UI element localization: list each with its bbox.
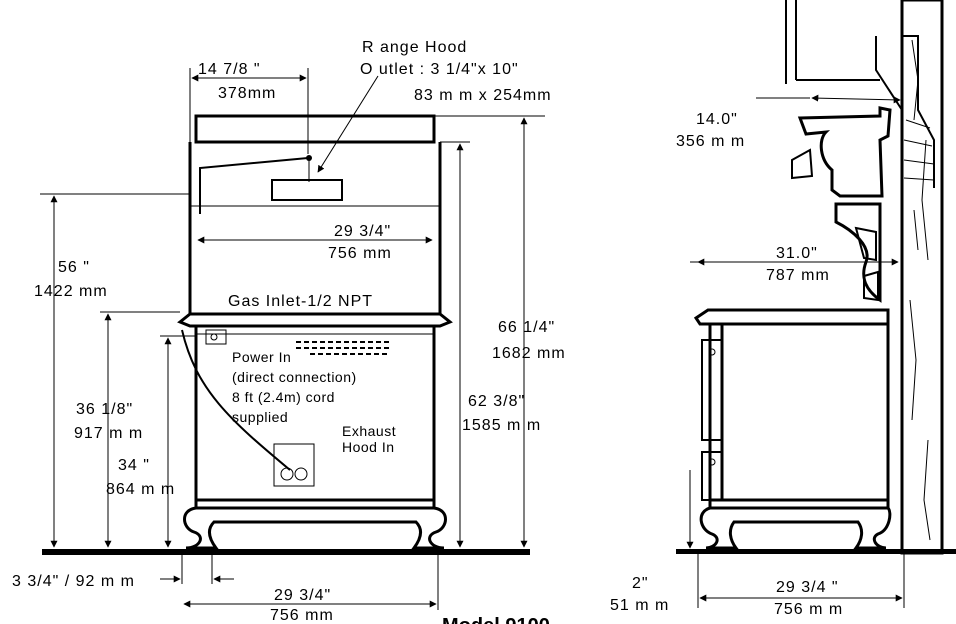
- side-cooktop: [693, 308, 890, 326]
- h34-mm: 864 m m: [106, 481, 175, 498]
- inner-width-in: 29 3/4": [334, 223, 391, 240]
- power-in-line3: 8 ft (2.4m) cord: [232, 389, 335, 405]
- backguard: [834, 202, 882, 303]
- h36-in: 36 1/8": [76, 401, 133, 418]
- floor-line: [42, 549, 530, 555]
- side-width-mm: 756 m m: [774, 601, 843, 618]
- side-width-in: 29 3/4 ": [776, 579, 839, 596]
- side-dimensions: [686, 94, 905, 608]
- depth14-mm: 356 m m: [676, 133, 745, 150]
- elbow-ribs: [903, 119, 935, 181]
- base-width-mm: 756 mm: [270, 607, 334, 624]
- h56-mm: 1422 mm: [34, 283, 108, 300]
- hood-body: [188, 142, 442, 314]
- h661-in: 66 1/4": [498, 319, 555, 336]
- range-legs: [183, 506, 447, 550]
- exhaust-line1: Exhaust: [342, 423, 396, 439]
- control-panel-marks: [296, 341, 390, 355]
- side-floor: [676, 549, 956, 554]
- range-body: [194, 326, 436, 500]
- h56-in: 56 ": [58, 259, 90, 276]
- h661-mm: 1682 mm: [492, 345, 566, 362]
- power-in-line2: (direct connection): [232, 369, 357, 385]
- exhaust-box: [273, 443, 315, 487]
- offset-label: 3 3/4" / 92 m m: [12, 573, 135, 590]
- h623-in: 62 3/8": [468, 393, 525, 410]
- h34-in: 34 ": [118, 457, 150, 474]
- gas-inlet-box: [205, 329, 227, 345]
- range-hood-line2: O utlet : 3 1/4"x 10": [360, 61, 519, 78]
- power-in-line4: supplied: [232, 409, 288, 425]
- depth31-mm: 787 mm: [766, 267, 830, 284]
- range-base: [194, 498, 436, 510]
- h36-mm: 917 m m: [74, 425, 143, 442]
- range-hood-line3: 83 m m x 254mm: [414, 87, 552, 104]
- gas-inlet-label: Gas Inlet-1/2 NPT: [228, 293, 373, 310]
- exhaust-elbow: [875, 35, 935, 188]
- power-cord: [181, 329, 291, 471]
- top-width-in: 14 7/8 ": [198, 61, 261, 78]
- clear2-in: 2": [632, 575, 649, 592]
- hood-handle: [791, 148, 814, 180]
- range-hood-line1: R ange Hood: [362, 39, 467, 56]
- exhaust-line2: Hood In: [342, 439, 395, 455]
- front-dimensions: [40, 68, 545, 610]
- depth14-in: 14.0": [696, 111, 738, 128]
- hood-outlet: [271, 179, 343, 201]
- cooktop: [177, 312, 453, 328]
- front-view: 14 7/8 " 378mm R ange Hood O utlet : 3 1…: [12, 39, 566, 624]
- clear2-mm: 51 m m: [610, 597, 669, 614]
- side-door-upper: [701, 339, 723, 441]
- side-legs: [699, 506, 892, 550]
- base-width-in: 29 3/4": [274, 587, 331, 604]
- hood-cap: [194, 114, 436, 144]
- depth31-in: 31.0": [776, 245, 818, 262]
- inner-width-mm: 756 mm: [328, 245, 392, 262]
- ceiling-duct: [785, 0, 880, 84]
- top-width-mm: 378mm: [218, 85, 276, 102]
- power-in-line1: Power In: [232, 349, 291, 365]
- hood-pipe: [199, 157, 309, 214]
- hood-side: [797, 106, 892, 198]
- model-title: Model 9100: [442, 615, 550, 624]
- wall: [900, 0, 944, 555]
- side-view: 14.0" 356 m m 31.0" 787 mm 2" 51 m m 29 …: [610, 0, 956, 618]
- h623-mm: 1585 m m: [462, 417, 541, 434]
- side-range-body: [708, 324, 890, 502]
